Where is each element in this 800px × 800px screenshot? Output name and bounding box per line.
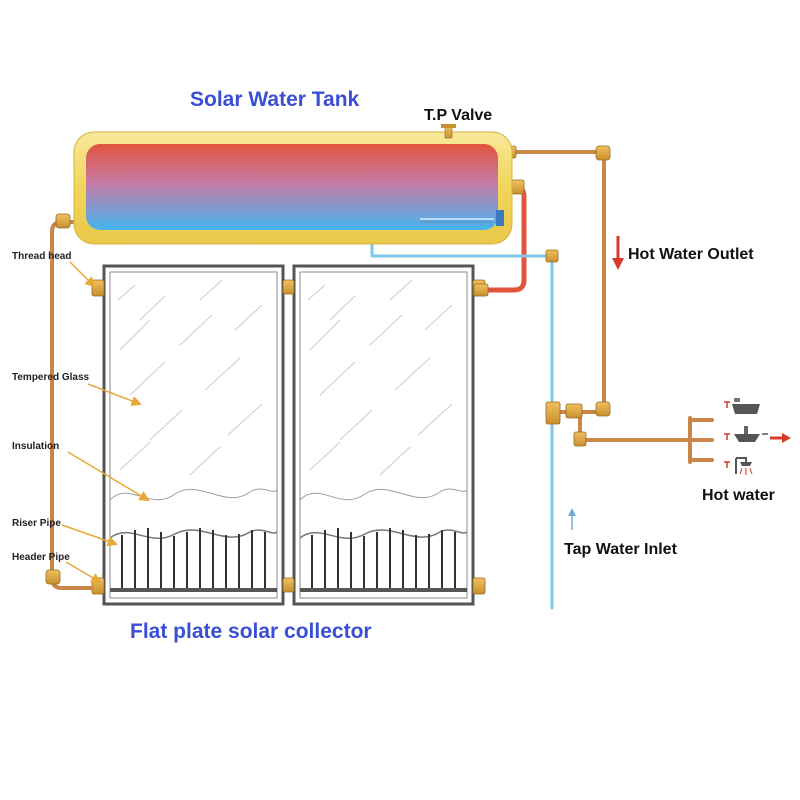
header-pipe-label: Header Pipe	[12, 552, 70, 563]
tank-title: Solar Water Tank	[190, 88, 360, 111]
riser-pipe-label: Riser Pipe	[12, 518, 61, 529]
outlet-arrow-icon	[770, 433, 791, 443]
hot-water-label: Hot water	[702, 487, 775, 504]
hot-water-outlet-label: Hot Water Outlet	[628, 246, 754, 263]
hot-outlet-arrow-icon	[612, 236, 624, 270]
collector-title: Flat plate solar collector	[130, 620, 372, 643]
insulation-label: Insulation	[12, 441, 60, 452]
tp-valve	[441, 124, 456, 139]
tap-inlet-arrow-icon	[568, 508, 576, 530]
thread-head-label: Thread head	[12, 251, 72, 262]
collector-panel-right	[292, 264, 475, 606]
tap-water-inlet-label: Tap Water Inlet	[564, 541, 677, 558]
label-pointers	[61, 261, 150, 584]
shower-icon	[724, 457, 753, 475]
collector-panel-left	[102, 264, 285, 606]
tempered-glass-label: Tempered Glass	[12, 372, 90, 383]
bathtub-icon	[724, 398, 760, 414]
sink-faucet-icon	[724, 426, 768, 442]
tp-valve-label: T.P Valve	[424, 107, 493, 124]
distribution-manifold	[688, 416, 714, 464]
solar-water-tank	[73, 131, 513, 245]
